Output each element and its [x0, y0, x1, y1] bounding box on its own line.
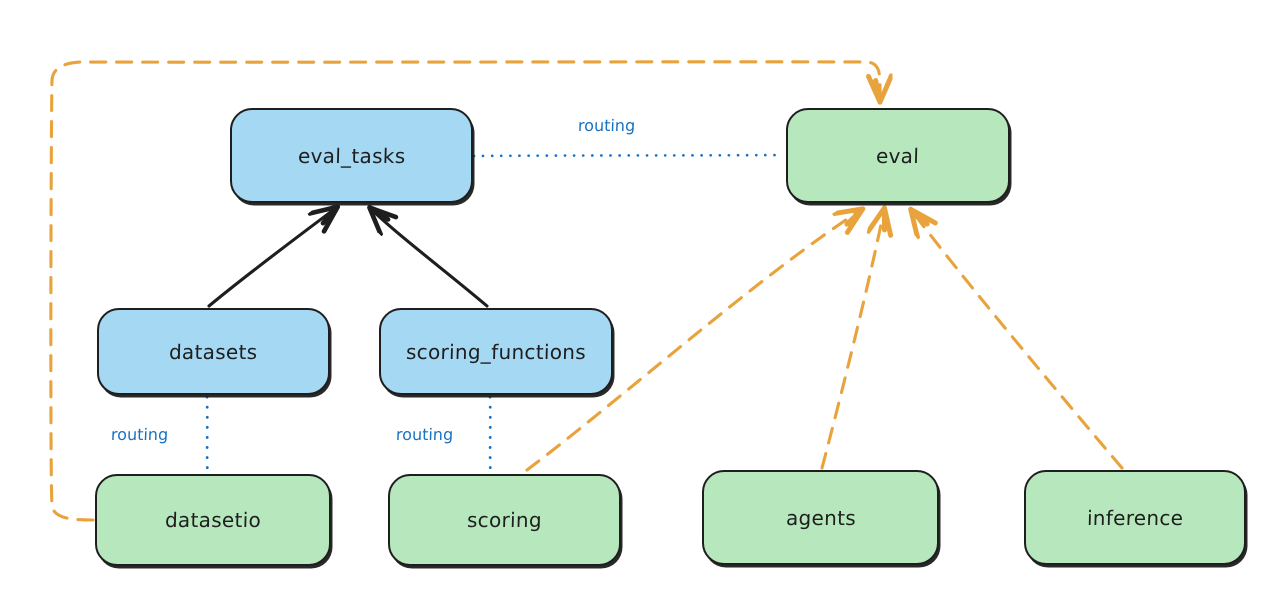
- edge-scoring-functions-to-eval-tasks: [371, 209, 489, 308]
- node-scoring[interactable]: scoring: [388, 474, 621, 566]
- node-label: inference: [1086, 505, 1184, 530]
- node-label: agents: [785, 505, 856, 530]
- node-label: scoring_functions: [405, 339, 587, 364]
- node-label: scoring: [466, 508, 543, 532]
- node-eval[interactable]: eval: [786, 108, 1010, 203]
- edge-datasets-to-eval-tasks: [207, 208, 336, 308]
- node-agents[interactable]: agents: [702, 470, 939, 565]
- edge-label-routing-scoring-functions-scoring: routing: [395, 425, 454, 444]
- edge-label-routing-eval-tasks-eval: routing: [577, 116, 636, 135]
- node-datasets[interactable]: datasets: [97, 308, 330, 395]
- edge-agents-to-eval: [820, 210, 884, 470]
- edge-label-routing-datasets-datasetio: routing: [110, 425, 169, 444]
- node-inference[interactable]: inference: [1024, 470, 1246, 565]
- edge-inference-to-eval: [912, 211, 1124, 470]
- node-eval-tasks[interactable]: eval_tasks: [230, 108, 473, 203]
- node-label: eval: [876, 143, 920, 168]
- edge-eval-tasks-to-eval: [472, 153, 785, 158]
- node-datasetio[interactable]: datasetio: [95, 474, 331, 566]
- node-label: datasets: [168, 339, 259, 364]
- node-label: eval_tasks: [297, 143, 406, 168]
- node-label: datasetio: [164, 508, 262, 532]
- node-scoring-functions[interactable]: scoring_functions: [379, 308, 613, 395]
